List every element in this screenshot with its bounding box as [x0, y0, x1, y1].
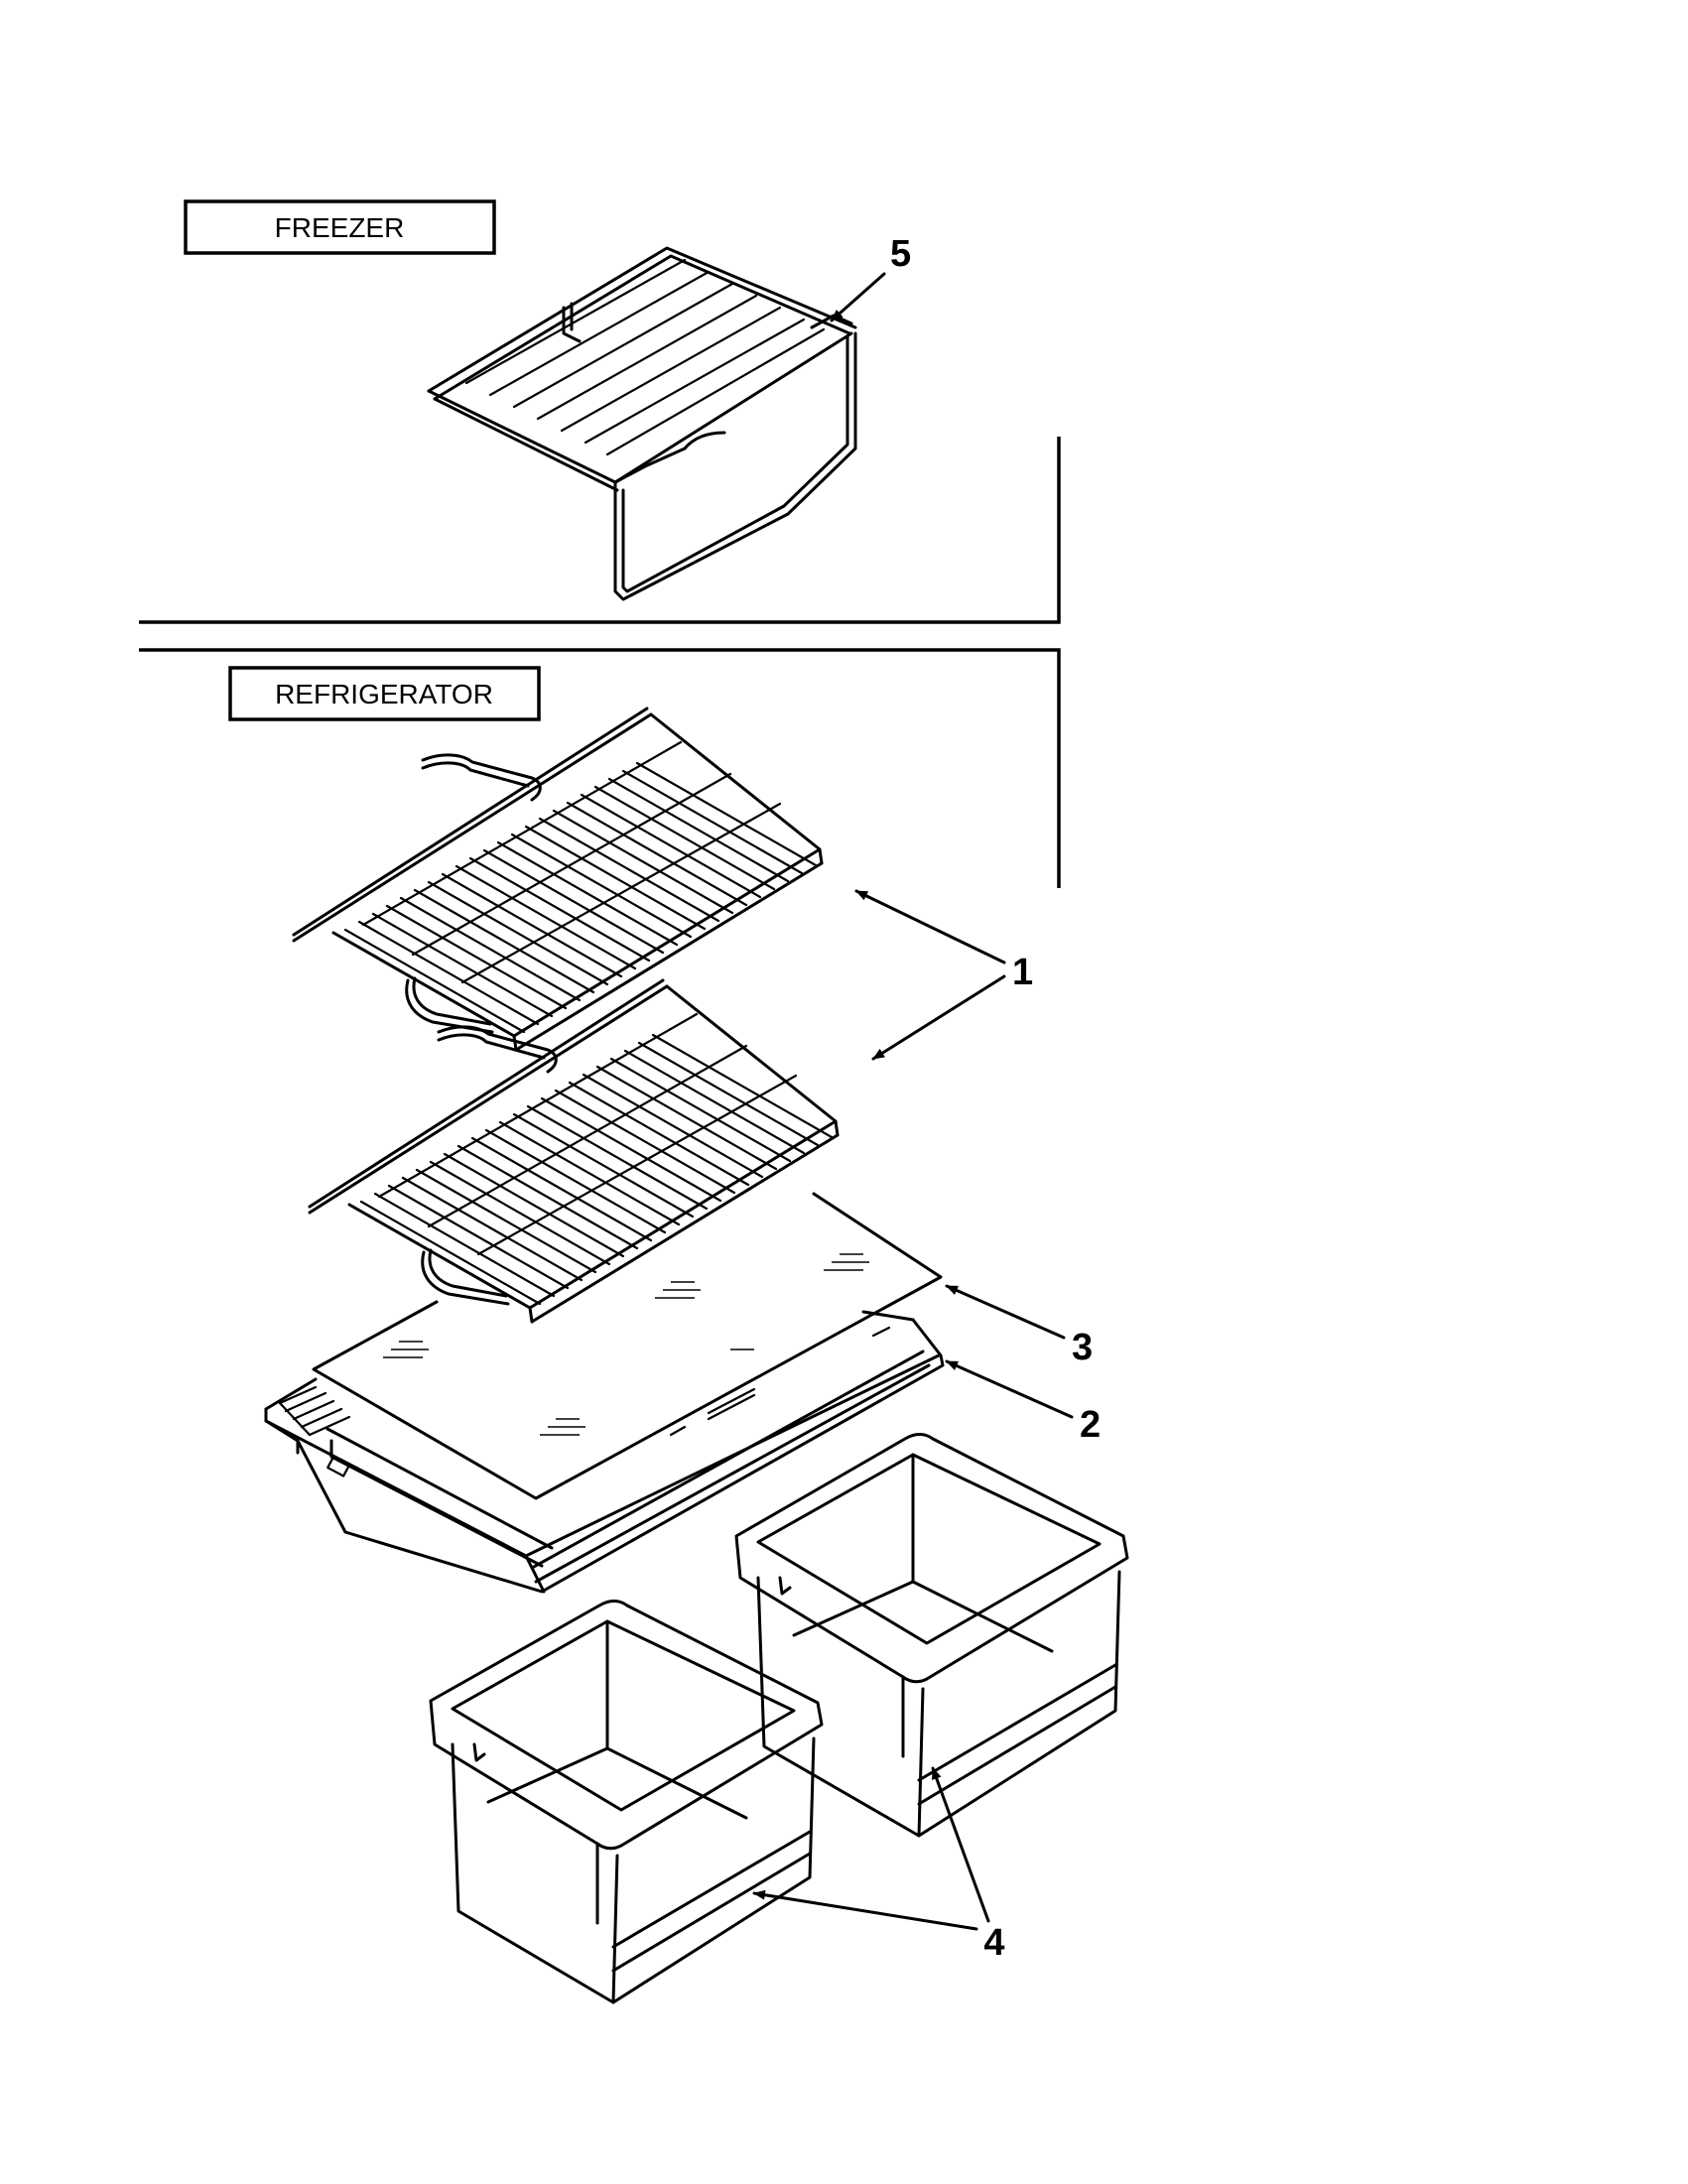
callout-4-number: 4 [983, 1922, 1004, 1964]
crisper-drawer-right [734, 1433, 1129, 1838]
refrigerator-wire-shelf-upper [292, 707, 824, 1052]
callout-1-number: 1 [1012, 952, 1033, 993]
callout-5-number: 5 [890, 233, 911, 275]
freezer-wire-shelf [427, 246, 857, 601]
glass-hatch-marks [383, 1253, 869, 1436]
refrigerator-section-label: REFRIGERATOR [228, 666, 541, 721]
freezer-section-label: FREEZER [184, 199, 496, 255]
callout-4: 4 [752, 1766, 1005, 1964]
callout-3-number: 3 [1072, 1327, 1093, 1368]
vent-grille [278, 1385, 351, 1437]
refrigerator-label-text: REFRIGERATOR [275, 679, 493, 709]
callout-3: 3 [945, 1284, 1093, 1368]
callout-5: 5 [830, 233, 911, 322]
callout-2: 2 [945, 1359, 1101, 1446]
freezer-label-text: FREEZER [275, 212, 405, 243]
callout-2-number: 2 [1080, 1404, 1101, 1446]
section-divider [139, 437, 1061, 888]
callout-1: 1 [854, 889, 1033, 1061]
glass-crisper-cover [312, 1192, 943, 1500]
crisper-cover-frame [264, 1310, 945, 1594]
refrigerator-wire-shelf-lower [308, 978, 840, 1324]
crisper-drawer-left [429, 1600, 824, 2004]
